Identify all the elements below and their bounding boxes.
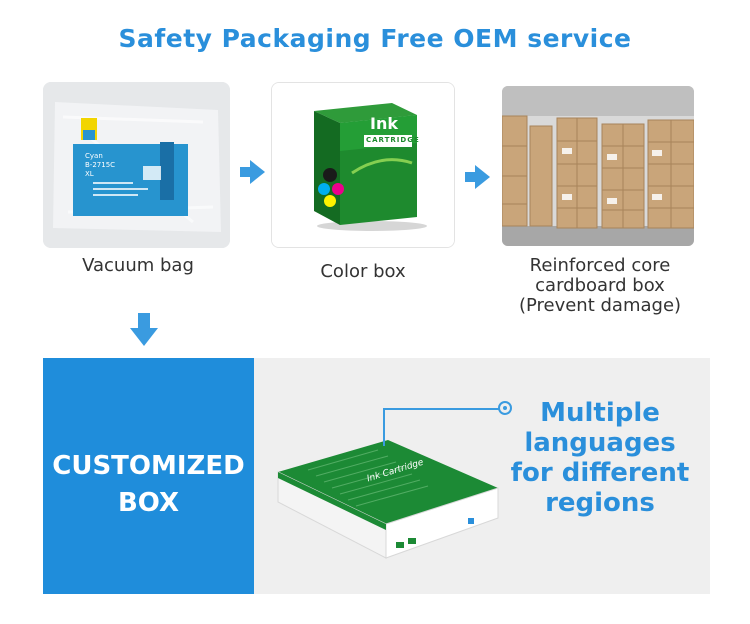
multi-language-callout: Multiple languages for different regions bbox=[500, 398, 700, 518]
cartridge-color-label: Cyan bbox=[85, 152, 103, 160]
vacuum-bag-photo: Cyan B-2715C XL bbox=[43, 82, 230, 248]
arrow-right-icon bbox=[465, 165, 490, 189]
cardboard-box-caption: Reinforced core cardboard box (Prevent d… bbox=[490, 256, 710, 316]
cardboard-caption-line-1: Reinforced core bbox=[529, 255, 671, 276]
customized-line-1: CUSTOMIZED bbox=[52, 451, 245, 481]
box-brand-text: Ink bbox=[370, 114, 398, 133]
callout-line-1: Multiple bbox=[540, 398, 660, 428]
cartridge-code-label: B-2715C bbox=[85, 161, 116, 169]
page-title: Safety Packaging Free OEM service bbox=[118, 24, 632, 53]
customized-line-2: BOX bbox=[117, 488, 180, 518]
customized-label-panel bbox=[43, 358, 254, 594]
color-box-caption: Color box bbox=[320, 261, 406, 282]
callout-line bbox=[383, 408, 501, 410]
box-sub-text: CARTRIDGE bbox=[366, 136, 420, 144]
callout-line-3: for different bbox=[510, 458, 690, 488]
vacuum-bag-caption: Vacuum bag bbox=[82, 255, 194, 276]
cardboard-caption-line-3: (Prevent damage) bbox=[518, 295, 682, 316]
arrow-right-icon bbox=[240, 160, 265, 184]
arrow-down-icon bbox=[130, 313, 158, 349]
callout-line-4: regions bbox=[545, 488, 655, 518]
customized-box-heading: CUSTOMIZED BOX bbox=[43, 448, 254, 522]
customized-box-photo: Ink Cartridge bbox=[268, 430, 508, 580]
callout-target-icon bbox=[498, 401, 512, 415]
callout-line bbox=[383, 408, 385, 446]
callout-line-2: languages bbox=[524, 428, 676, 458]
cardboard-boxes-photo bbox=[502, 86, 694, 246]
cardboard-caption-line-2: cardboard box bbox=[535, 275, 665, 296]
color-box-photo: Ink CARTRIDGE bbox=[271, 82, 455, 248]
cartridge-size-label: XL bbox=[85, 170, 94, 178]
